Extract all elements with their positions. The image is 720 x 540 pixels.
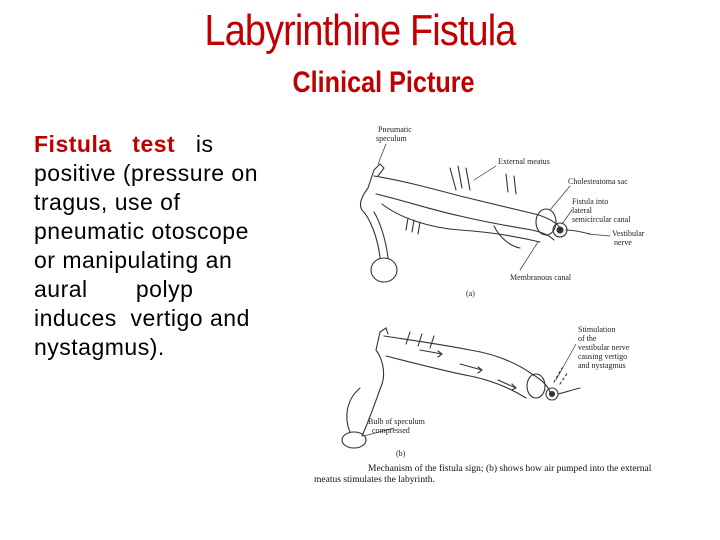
body-line-1: Fistula test is xyxy=(34,130,324,159)
label-bulb-1: Bulb of speculum xyxy=(368,417,426,426)
slide-subtitle: Clinical Picture xyxy=(58,66,663,100)
external-canal-a xyxy=(374,176,562,230)
label-bulb-2: compressed xyxy=(372,426,410,435)
label-membranous-canal: Membranous canal xyxy=(510,273,572,282)
label-fistula-2: lateral xyxy=(572,206,593,215)
body-line-7: induces vertigo and xyxy=(34,304,324,333)
label-speculum: speculum xyxy=(376,134,407,143)
label-stimulation-5: and nystagmus xyxy=(578,361,626,370)
figure-caption-line-2: meatus stimulates the labyrinth. xyxy=(314,475,435,485)
label-vestibular-1: Vestibular xyxy=(612,229,645,238)
external-canal-b xyxy=(384,336,550,392)
label-external-meatus: External meatus xyxy=(498,157,550,166)
body-line-3: tragus, use of xyxy=(34,188,324,217)
label-stimulation-1: Stimulation xyxy=(578,325,615,334)
body-line-6: aural polyp xyxy=(34,275,324,304)
label-cholesteatoma-sac: Cholesteatoma sac xyxy=(568,177,628,186)
body-line-5: or manipulating an xyxy=(34,246,324,275)
body-line-8: nystagmus). xyxy=(34,333,324,362)
fistula-sign-figure: Pneumatic speculum External meatus Chole… xyxy=(310,118,690,490)
slide-title: Labyrinthine Fistula xyxy=(50,6,669,56)
body-line-1-rest: is xyxy=(175,131,213,157)
label-panel-a: (a) xyxy=(466,289,475,298)
label-pneumatic: Pneumatic xyxy=(378,125,412,134)
fistula-diagram-svg: Pneumatic speculum External meatus Chole… xyxy=(310,118,690,490)
figure-caption-line-1: Mechanism of the fistula sign; (b) shows… xyxy=(368,463,652,474)
label-stimulation-4: causing vertigo xyxy=(578,352,627,361)
label-vestibular-2: nerve xyxy=(614,238,632,247)
label-panel-b: (b) xyxy=(396,449,406,458)
label-stimulation-3: vestibular nerve xyxy=(578,343,630,352)
body-paragraph: Fistula test is positive (pressure on tr… xyxy=(34,130,324,362)
term-fistula: Fistula xyxy=(34,131,112,157)
label-fistula-1: Fistula into xyxy=(572,197,608,206)
label-fistula-3: semicircular canal xyxy=(572,215,631,224)
body-line-4: pneumatic otoscope xyxy=(34,217,324,246)
label-stimulation-2: of the xyxy=(578,334,597,343)
term-test: test xyxy=(132,131,175,157)
body-line-2: positive (pressure on xyxy=(34,159,324,188)
speculum-bulb-a xyxy=(371,258,397,282)
